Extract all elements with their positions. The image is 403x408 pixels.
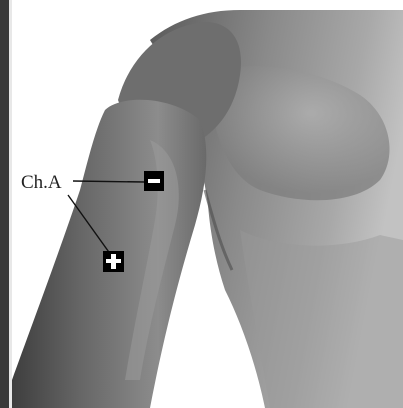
channel-label: Ch.A bbox=[21, 172, 62, 193]
minus-icon bbox=[148, 179, 160, 183]
negative-electrode bbox=[144, 171, 164, 191]
leader-line-to-negative bbox=[73, 181, 145, 182]
left-frame-edge bbox=[0, 0, 9, 408]
left-frame-highlight bbox=[9, 0, 12, 408]
positive-electrode bbox=[103, 251, 124, 272]
